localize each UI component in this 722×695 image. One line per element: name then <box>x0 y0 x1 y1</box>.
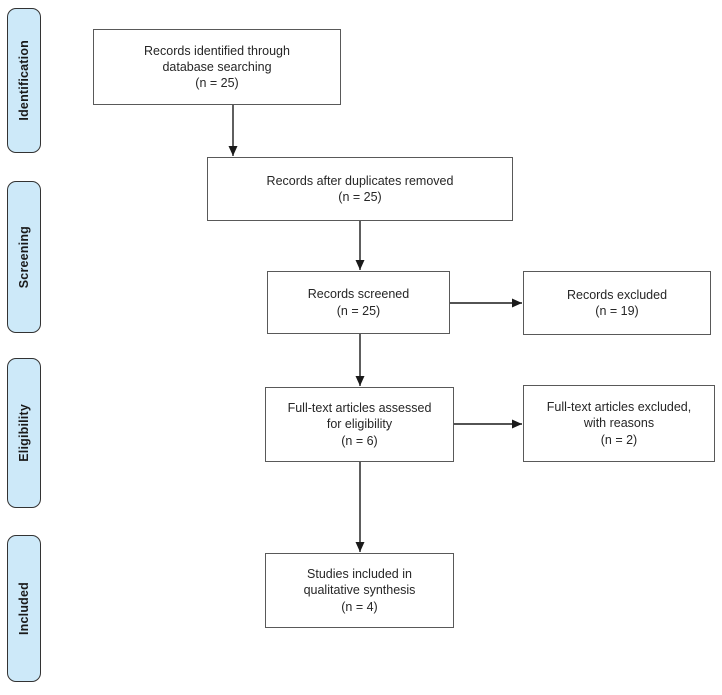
stage-screening-label: Screening <box>17 225 31 289</box>
box-records-after-duplicates-label: Records after duplicates removed (n = 25… <box>266 173 454 204</box>
box-records-screened: Records screened (n = 25) <box>267 271 450 334</box>
box-records-identified-label: Records identified through database sear… <box>144 43 290 91</box>
stage-identification-label: Identification <box>17 40 31 121</box>
box-records-identified: Records identified through database sear… <box>93 29 341 105</box>
box-fulltext-assessed: Full-text articles assessed for eligibil… <box>265 387 454 462</box>
stage-screening: Screening <box>7 181 41 333</box>
stage-eligibility: Eligibility <box>7 358 41 508</box>
box-studies-included-label: Studies included in qualitative synthesi… <box>303 567 416 614</box>
stage-eligibility-label: Eligibility <box>17 404 31 462</box>
box-records-excluded: Records excluded (n = 19) <box>523 271 711 335</box>
box-records-screened-label: Records screened (n = 25) <box>307 287 410 318</box>
stage-identification: Identification <box>7 8 41 153</box>
box-fulltext-assessed-label: Full-text articles assessed for eligibil… <box>287 401 432 448</box>
stage-included-label: Included <box>17 582 31 635</box>
box-studies-included: Studies included in qualitative synthesi… <box>265 553 454 628</box>
box-fulltext-excluded: Full-text articles excluded, with reason… <box>523 385 715 462</box>
stage-included: Included <box>7 535 41 682</box>
box-records-excluded-label: Records excluded (n = 19) <box>566 287 668 318</box>
box-fulltext-excluded-label: Full-text articles excluded, with reason… <box>546 400 692 447</box>
box-records-after-duplicates: Records after duplicates removed (n = 25… <box>207 157 513 221</box>
